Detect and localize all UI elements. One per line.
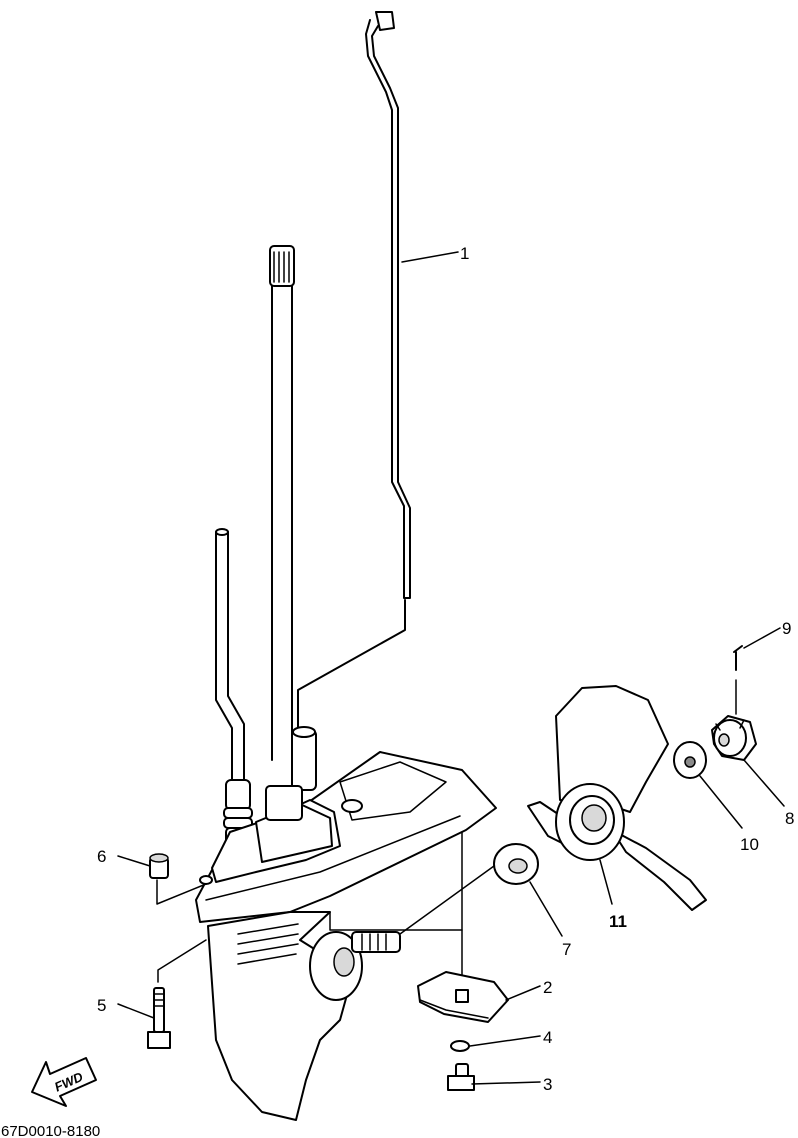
part-shift-rod xyxy=(297,11,411,729)
part-10-washer xyxy=(673,741,707,779)
part-water-tube xyxy=(215,528,253,845)
part-6-collar xyxy=(149,853,207,905)
drawing-code: 67D0010-8180 xyxy=(1,1123,100,1138)
callout-7: 7 xyxy=(562,940,571,959)
fwd-direction-arrow: FWD xyxy=(31,1057,97,1107)
part-8-castle-nut xyxy=(711,715,757,761)
callout-9: 9 xyxy=(782,619,791,638)
part-11-propeller xyxy=(527,685,707,911)
callout-4: 4 xyxy=(543,1028,552,1047)
callout-3: 3 xyxy=(543,1075,552,1094)
part-3-bolt xyxy=(447,1063,475,1091)
part-lower-casing xyxy=(195,726,497,1121)
callout-1: 1 xyxy=(460,244,469,263)
callout-2: 2 xyxy=(543,978,552,997)
part-drive-shaft xyxy=(269,245,295,761)
part-2-trim-tab xyxy=(417,831,509,1023)
callouts: 1 2 3 4 5 6 7 8 9 10 11 xyxy=(97,244,794,1094)
leader-lines xyxy=(117,251,785,1085)
callout-11: 11 xyxy=(609,912,627,931)
part-5-bolt xyxy=(147,939,207,1049)
part-9-cotter-pin xyxy=(733,645,743,715)
callout-10: 10 xyxy=(740,835,759,854)
part-7-thrust-washer xyxy=(399,843,539,935)
callout-5: 5 xyxy=(97,996,106,1015)
part-4-washer xyxy=(450,1040,470,1052)
callout-8: 8 xyxy=(785,809,794,828)
callout-6: 6 xyxy=(97,847,106,866)
